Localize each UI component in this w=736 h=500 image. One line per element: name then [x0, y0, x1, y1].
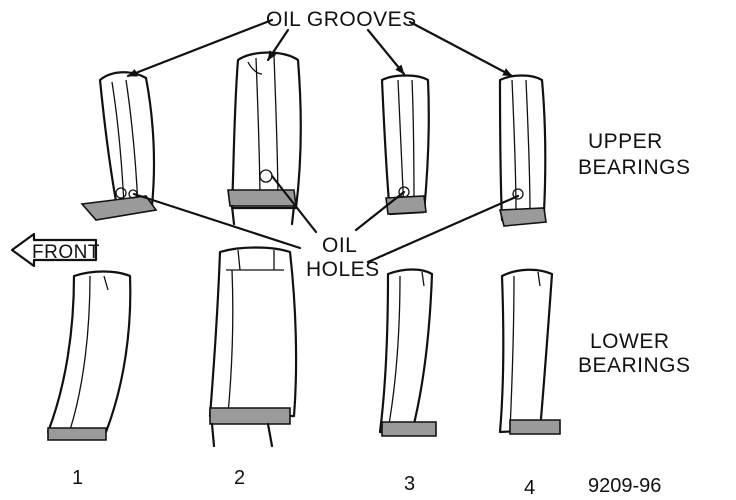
front-arrow: FRONT: [10, 232, 100, 268]
position-number-2: 2: [234, 467, 245, 489]
lower-label-line1: LOWER: [590, 330, 670, 353]
lower-bearing-1: [46, 270, 132, 441]
lower-bearing-3: [378, 268, 437, 437]
lower-bearing-2: [208, 246, 298, 448]
upper-bearing-2: [227, 51, 302, 226]
upper-label-line2: BEARINGS: [578, 156, 691, 179]
lower-bearing-4: [498, 268, 561, 435]
oil-label: OIL: [322, 234, 357, 257]
holes-label: HOLES: [306, 258, 380, 281]
upper-label-line1: UPPER: [588, 130, 663, 153]
upper-bearing-3: [380, 74, 430, 216]
oil-grooves-label: OIL GROOVES: [266, 8, 417, 31]
figure-number: 9209-96: [588, 475, 661, 497]
position-number-1: 1: [72, 467, 83, 489]
position-number-4: 4: [524, 477, 535, 499]
oil-grooves-leaders: [126, 18, 514, 78]
upper-bearing-1: [80, 71, 158, 221]
upper-bearing-4: [498, 74, 547, 227]
lower-label-line2: BEARINGS: [578, 354, 691, 377]
position-number-3: 3: [404, 473, 415, 495]
front-label: FRONT: [32, 242, 100, 263]
oil-holes-leaders: [132, 174, 520, 264]
